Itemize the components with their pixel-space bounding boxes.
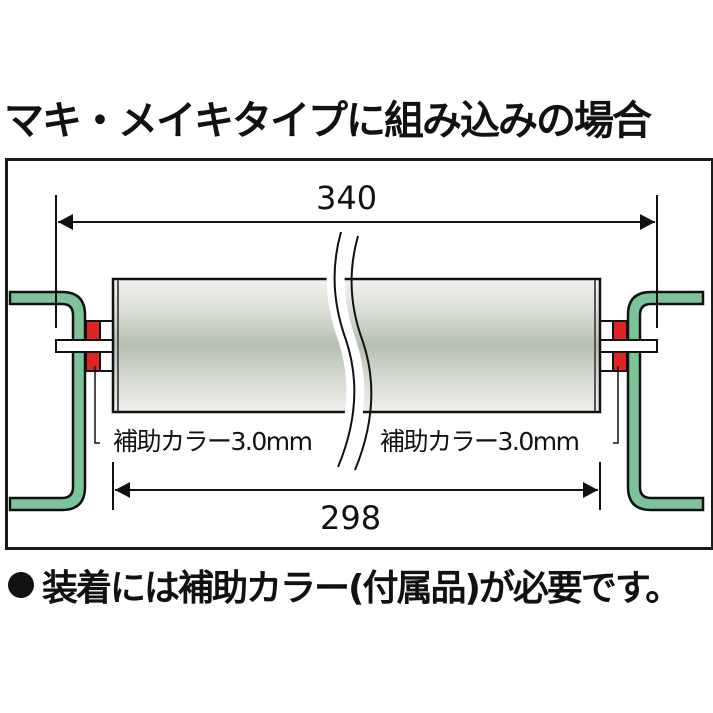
overall-dimension-label: 340 [316,179,378,217]
right-frame-channel [626,290,705,512]
bullet-icon [8,572,34,598]
diagram-frame [5,158,713,550]
right-shaft [599,339,658,353]
left-shaft [55,339,114,353]
left-frame-channel [8,290,87,512]
break-mark [326,230,365,465]
note-text: 装着には補助カラー(付属品)が必要です。 [42,568,681,609]
left-collar-bottom [85,351,101,372]
right-collar-top [612,320,628,341]
inner-dimension-label: 298 [320,499,382,537]
left-collar-label: 補助カラー3.0mm [113,427,313,456]
left-collar-top [85,320,101,341]
installation-note: 装着には補助カラー(付属品)が必要です。 [8,566,681,612]
right-collar-label: 補助カラー3.0mm [380,427,580,456]
right-collar-bottom [612,351,628,372]
page-title: マキ・メイキタイプに組み込みの場合 [4,98,652,144]
